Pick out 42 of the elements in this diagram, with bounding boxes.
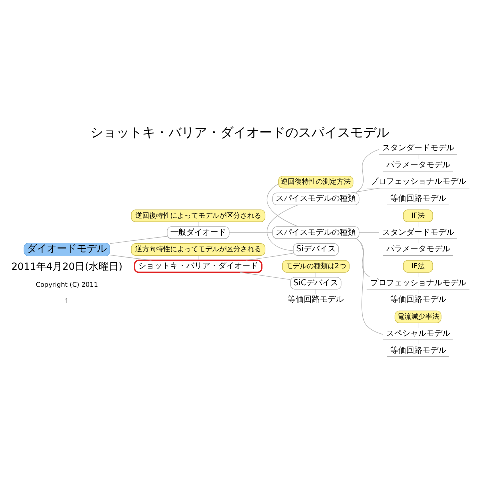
node-text: スペシャルモデル [386, 327, 450, 338]
connector [418, 221, 419, 227]
connector [359, 232, 380, 233]
connector [266, 204, 298, 251]
node-box: Siデバイス [293, 242, 339, 256]
connector [418, 288, 419, 294]
connector [418, 238, 419, 244]
node-text: プロフェッショナルモデル [370, 276, 466, 287]
node-box: 一般ダイオード [167, 226, 230, 239]
connector [350, 188, 380, 193]
connector [356, 238, 384, 334]
node-box: ショットキ・バリア・ダイオード [134, 259, 263, 273]
connector [356, 238, 370, 278]
node-box: ダイオードモデル [24, 242, 110, 256]
connector [418, 322, 419, 328]
connector [418, 188, 419, 193]
connector [418, 272, 419, 278]
connector [229, 232, 274, 233]
node-text: スタンダードモデル [382, 142, 454, 152]
node-box: SiCデバイス [290, 276, 342, 290]
connector [198, 255, 199, 260]
node-text: 等価回路モデル [390, 344, 446, 354]
connector [246, 252, 294, 260]
node-box: スパイスモデルの種類 [272, 226, 360, 239]
connector [198, 221, 199, 227]
connector [110, 236, 168, 244]
node-text: 等価回路モデル [390, 192, 446, 203]
node-text: パラメータモデル [386, 158, 450, 169]
connector [266, 183, 299, 227]
diagram-title: ショットキ・バリア・ダイオードのスパイスモデル [90, 125, 390, 140]
node-text: プロフェッショナルモデル [370, 176, 466, 186]
connector [418, 339, 419, 345]
node-box: スパイスモデルの種類 [272, 192, 360, 205]
connector [418, 154, 419, 160]
node-text: パラメータモデル [386, 243, 450, 254]
node-text: 等価回路モデル [390, 294, 446, 304]
label: 2011年4月20日(水曜日) [12, 262, 123, 273]
connector [356, 149, 380, 193]
node-text: 等価回路モデル [288, 294, 344, 304]
connector [240, 272, 291, 280]
connector [110, 254, 152, 260]
node-text: スタンダードモデル [382, 226, 454, 236]
